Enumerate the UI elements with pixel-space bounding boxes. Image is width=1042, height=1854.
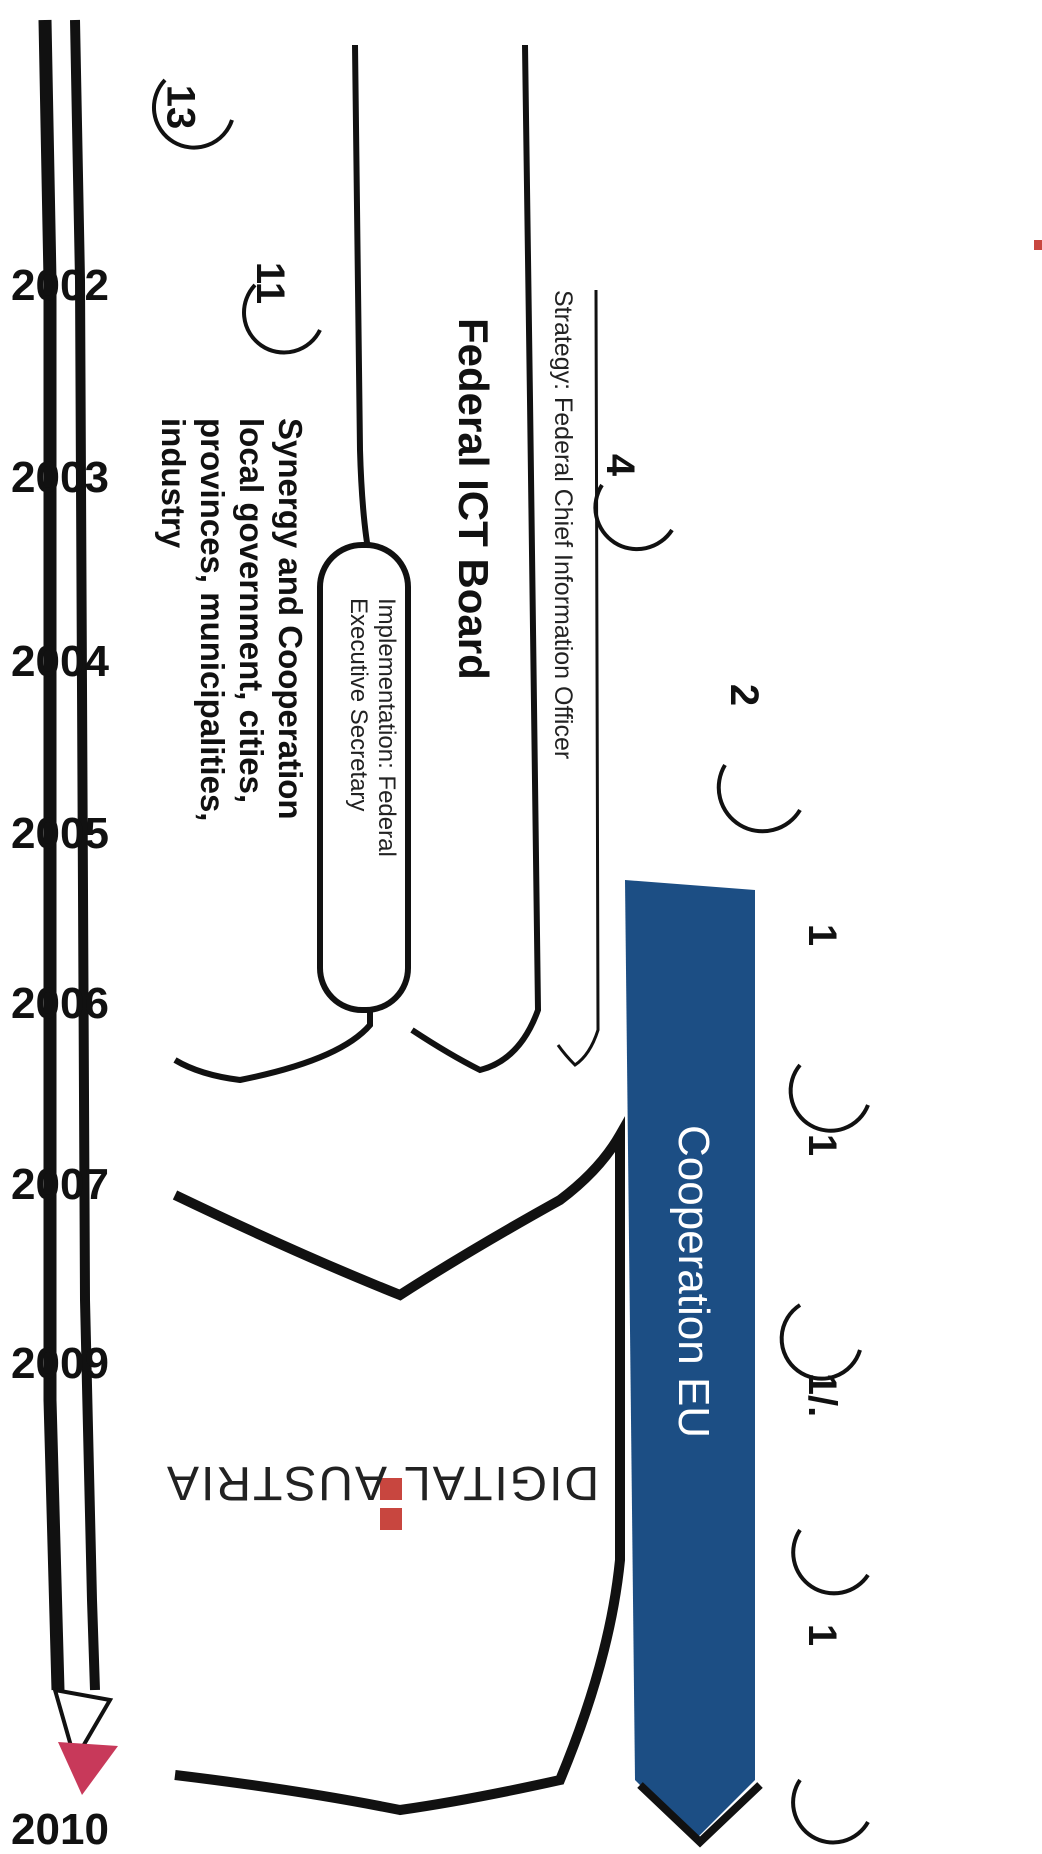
- bracket-outer: [172, 1116, 625, 1816]
- timeline-arrow-tip: [58, 1742, 118, 1795]
- badge-ring-11: [242, 283, 322, 355]
- year-label: 2005: [11, 809, 109, 858]
- timeline-bar-right: [70, 19, 100, 1691]
- year-label: 2009: [11, 1339, 109, 1388]
- accent-mark: [1034, 240, 1042, 250]
- eu-band: [625, 880, 755, 1840]
- bracket-strategy: [556, 289, 600, 1067]
- year-label: 2004: [11, 637, 109, 686]
- bracket-ict-board: [410, 44, 542, 1074]
- badge-1: 1: [800, 1623, 844, 1647]
- implementation-box: [317, 542, 411, 1013]
- cooperation-eu-label: Cooperation EU: [669, 1125, 718, 1439]
- badge-ring-1a: [788, 1063, 870, 1133]
- badge-2: 2: [722, 683, 766, 707]
- synergy-line: local government, cities,: [233, 418, 270, 804]
- year-label: 2010: [11, 1805, 109, 1854]
- synergy-line: industry: [155, 418, 192, 549]
- badge-13: 13: [158, 84, 202, 130]
- implementation-line: Executive Secretary: [345, 598, 372, 812]
- badge-ring-1d: [791, 1778, 870, 1845]
- badge-ring-4: [593, 483, 674, 552]
- timeline-bar-left: [38, 19, 65, 1691]
- logo-word-austria: AUSTRIA: [165, 1456, 388, 1509]
- logo-word-digital: DIGITAL: [402, 1456, 600, 1509]
- logo-square-top: [380, 1478, 402, 1500]
- badge-4: 4: [598, 453, 642, 477]
- synergy-label: Synergy and Cooperation local government…: [154, 418, 310, 821]
- logo-square-bottom: [380, 1508, 402, 1530]
- year-label: 2007: [11, 1160, 109, 1209]
- badge-11: 11: [247, 261, 292, 305]
- badge-1-slash: 1/.: [799, 1372, 844, 1418]
- synergy-line: Synergy and Cooperation: [272, 418, 309, 820]
- year-label: 2006: [11, 979, 109, 1028]
- implementation-line: Implementation: Federal: [373, 598, 400, 857]
- eu-band-shadow: [637, 1782, 763, 1848]
- badge-1: 1: [800, 923, 844, 947]
- synergy-line: provinces, municipalities,: [194, 418, 231, 822]
- strategy-label: Strategy: Federal Chief Information Offi…: [549, 290, 577, 760]
- badge-ring-13: [151, 78, 234, 150]
- badge-ring-1c: [791, 1528, 870, 1596]
- federal-ict-board-label: Federal ICT Board: [450, 318, 497, 680]
- badge-1: 1: [800, 1133, 844, 1157]
- badge-ring-1b: [779, 1303, 862, 1381]
- year-label: 2003: [11, 453, 109, 502]
- badge-ring-2: [716, 763, 802, 834]
- year-label: 2002: [11, 261, 109, 310]
- bracket-synergy: [173, 44, 373, 1084]
- timeline-arrow-outline: [52, 1687, 114, 1766]
- implementation-label: Implementation: Federal Executive Secret…: [344, 598, 400, 857]
